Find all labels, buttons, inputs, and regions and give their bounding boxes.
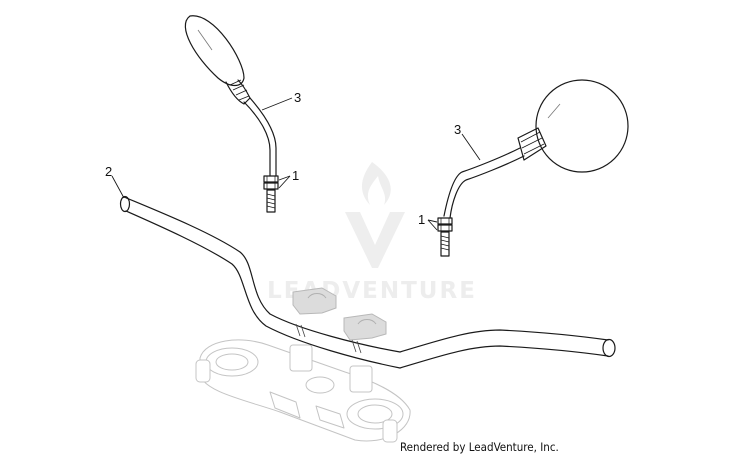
watermark: LEADVENTURE <box>267 162 475 304</box>
callout-left-mirror-arm: 3 <box>294 90 301 105</box>
bar-clamp-left <box>292 287 337 315</box>
flame-v-logo <box>345 162 405 268</box>
triple-clamp <box>195 339 411 443</box>
callout-handlebar: 2 <box>105 164 112 179</box>
handlebar <box>119 195 616 369</box>
credit-line: Rendered by LeadVenture, Inc. <box>400 440 559 454</box>
left-mirror <box>184 15 279 213</box>
callout-right-mirror-nut: 1 <box>418 212 425 227</box>
bar-clamp-right <box>343 313 387 341</box>
leader-lines <box>111 97 481 231</box>
callout-right-mirror-arm: 3 <box>454 122 461 137</box>
callout-left-mirror-nut: 1 <box>292 168 299 183</box>
right-mirror <box>437 79 629 257</box>
